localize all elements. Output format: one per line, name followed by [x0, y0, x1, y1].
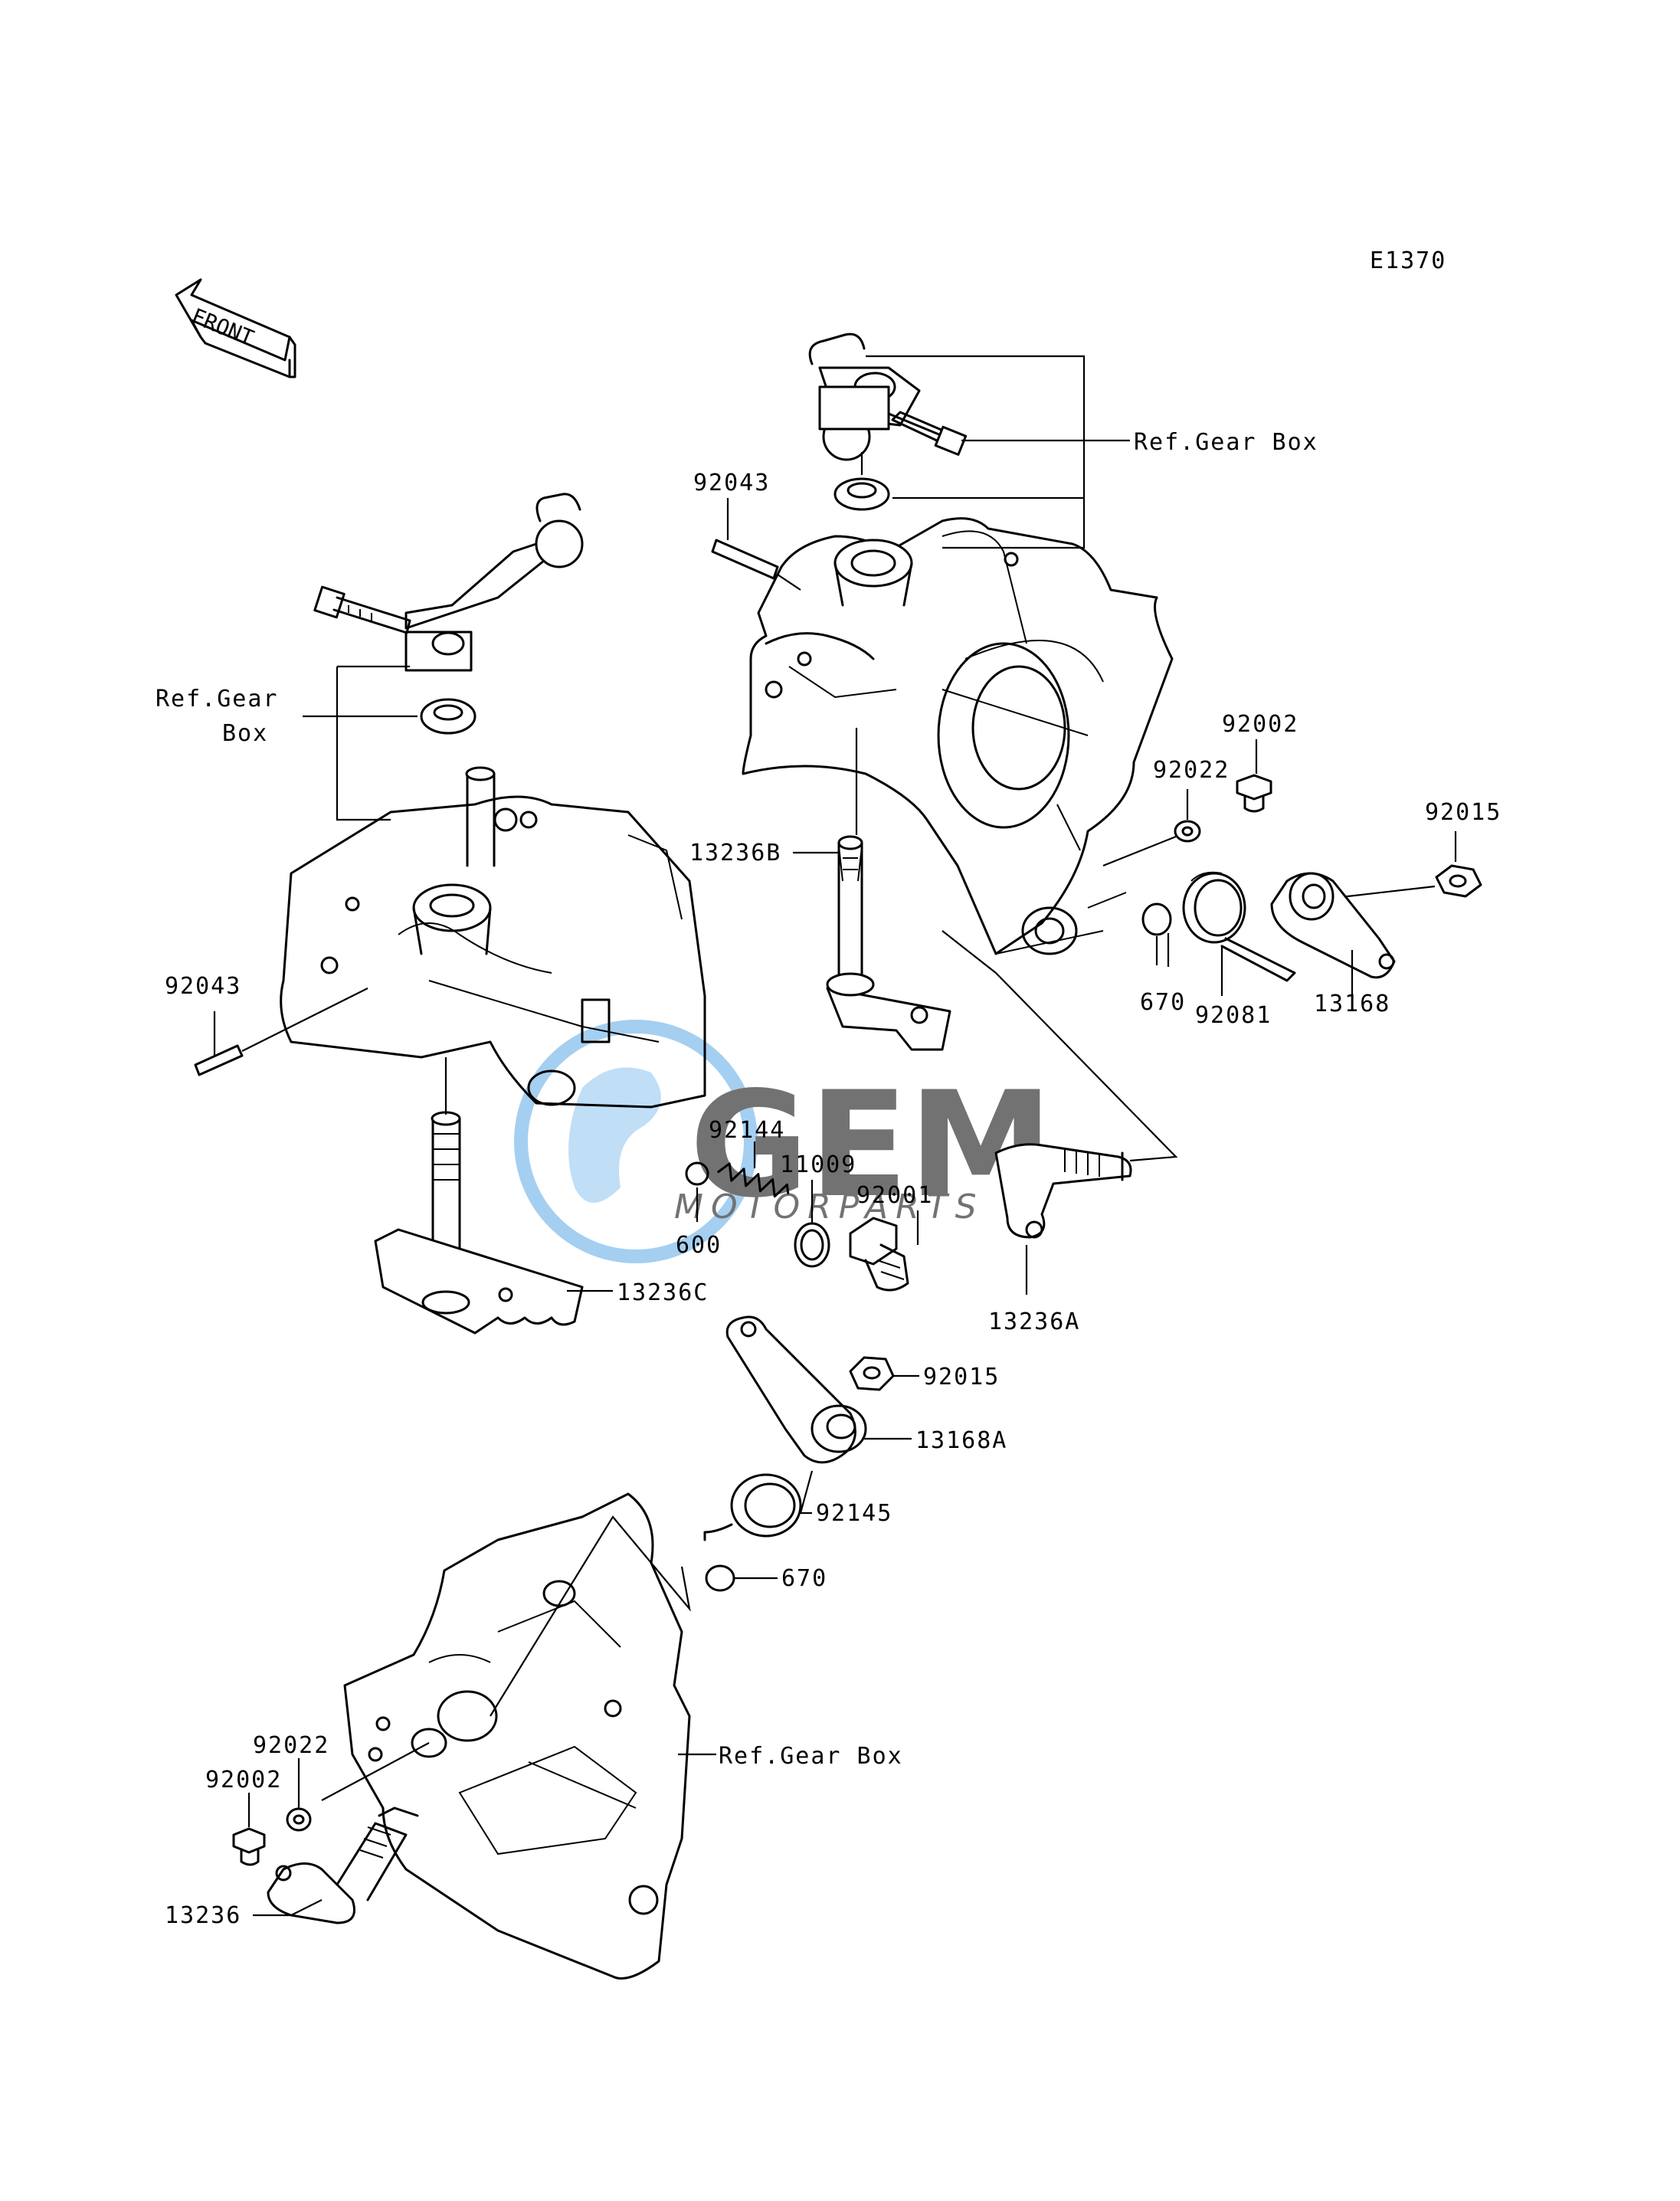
ref-gear-left-line2: Box — [222, 720, 268, 747]
label-92144: 92144 — [709, 1117, 785, 1144]
lever-bolt-left — [313, 585, 411, 634]
bolt-92002-bottom — [232, 1827, 266, 1866]
shift-shaft-13236 — [267, 1806, 419, 1924]
label-11009: 11009 — [780, 1151, 856, 1178]
washer-92022-right — [1174, 820, 1201, 843]
oring-670-mid — [705, 1564, 735, 1592]
gear-case-bottom — [343, 1492, 691, 1980]
label-92022-bottom: 92022 — [253, 1732, 329, 1759]
nut-92015-mid — [849, 1356, 895, 1391]
globe-icon — [514, 1020, 758, 1263]
label-13236C: 13236C — [617, 1279, 709, 1306]
ref-gear-box-bottom-label: Ref.Gear Box — [719, 1743, 903, 1770]
label-670-mid: 670 — [781, 1565, 827, 1592]
diagram-code: E1370 — [1370, 247, 1446, 274]
spring-92145 — [703, 1473, 802, 1541]
label-13236: 13236 — [165, 1902, 241, 1929]
spring-92144 — [717, 1162, 790, 1198]
ref-bracket-top — [866, 355, 1086, 549]
shift-arm-13168A — [725, 1315, 867, 1464]
shift-lever-left — [404, 493, 584, 672]
spring-92081 — [1182, 871, 1296, 982]
bolt-92002-right — [1236, 774, 1272, 813]
watermark-logo: GEM MOTORPARTS — [514, 1020, 1053, 1263]
label-92015-mid: 92015 — [923, 1364, 1000, 1390]
label-92001: 92001 — [856, 1182, 933, 1209]
oring-670-right — [1141, 902, 1172, 936]
shift-shaft-13236A — [994, 1143, 1132, 1239]
dowel-pin-top — [711, 539, 779, 580]
ref-gear-left-line1: Ref.Gear — [156, 686, 279, 712]
dowel-pin-left — [194, 1044, 244, 1076]
plug-92001 — [849, 1217, 909, 1292]
gear-case-top-right — [742, 517, 1174, 955]
gasket-11009 — [794, 1222, 830, 1268]
label-13168: 13168 — [1314, 991, 1390, 1017]
oil-seal-left — [420, 698, 476, 735]
label-92043-left: 92043 — [165, 973, 241, 1000]
label-13236A: 13236A — [988, 1308, 1080, 1335]
watermark-subtitle: MOTORPARTS — [674, 1187, 984, 1227]
washer-92022-bottom — [286, 1807, 312, 1832]
label-92043-top: 92043 — [693, 470, 770, 496]
gear-case-left — [280, 766, 706, 1109]
label-13168A: 13168A — [915, 1427, 1007, 1454]
label-92015-right: 92015 — [1425, 799, 1502, 826]
label-670-right: 670 — [1140, 989, 1186, 1016]
oil-seal-top — [833, 477, 890, 511]
label-92081: 92081 — [1195, 1002, 1272, 1029]
label-13236B: 13236B — [689, 840, 781, 866]
shift-arm-13168 — [1270, 872, 1396, 979]
lever-bolt-top — [887, 411, 968, 456]
nut-92015-right — [1435, 864, 1482, 898]
label-92145: 92145 — [816, 1500, 892, 1527]
ball-600 — [685, 1161, 709, 1186]
label-92002-right: 92002 — [1222, 711, 1298, 738]
shift-shaft-13236C — [374, 1111, 584, 1335]
label-92022-right: 92022 — [1153, 757, 1230, 784]
ref-gear-box-top-label: Ref.Gear Box — [1134, 429, 1318, 456]
front-direction-arrow-icon: FRONT — [175, 278, 296, 378]
label-600: 600 — [676, 1232, 722, 1259]
label-92002-bottom: 92002 — [205, 1767, 282, 1793]
shift-lever-top — [808, 332, 921, 461]
ref-bracket-left — [303, 665, 418, 821]
watermark-brand: GEM — [689, 1060, 1053, 1230]
shift-shaft-13236B — [826, 835, 951, 1051]
